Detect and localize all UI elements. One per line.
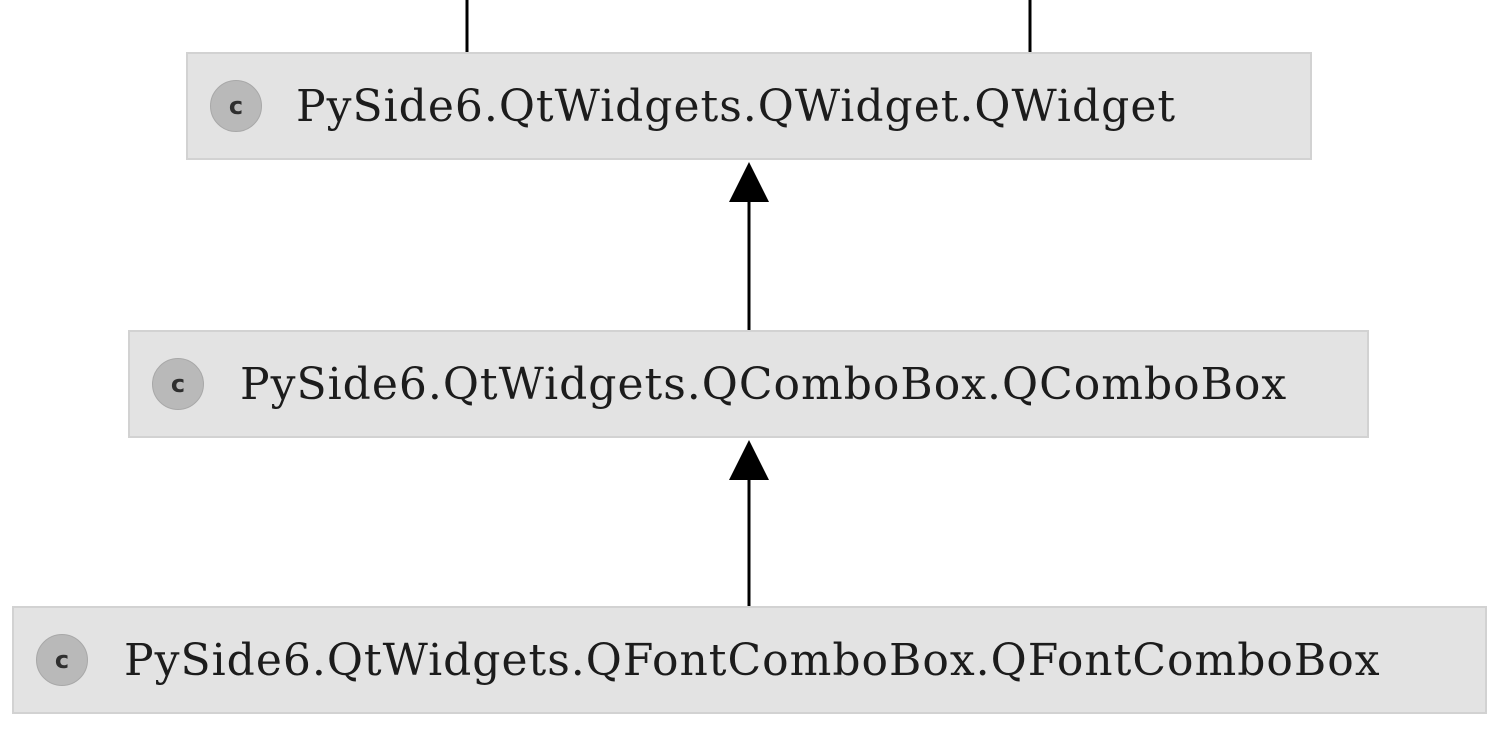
class-name-qcombobox: PySide6.QtWidgets.QComboBox.QComboBox [240,358,1288,410]
class-icon: c [36,634,88,686]
inherit-arrowhead-qwidget [729,162,769,202]
inherit-arrowhead-qcombobox [729,440,769,480]
class-node-qcombobox[interactable]: c PySide6.QtWidgets.QComboBox.QComboBox [128,330,1369,438]
class-name-qfontcombobox: PySide6.QtWidgets.QFontComboBox.QFontCom… [124,634,1381,686]
class-node-qwidget[interactable]: c PySide6.QtWidgets.QWidget.QWidget [186,52,1312,160]
class-name-qwidget: PySide6.QtWidgets.QWidget.QWidget [296,80,1177,132]
class-icon: c [152,358,204,410]
class-node-qfontcombobox[interactable]: c PySide6.QtWidgets.QFontComboBox.QFontC… [12,606,1487,714]
class-icon: c [210,80,262,132]
